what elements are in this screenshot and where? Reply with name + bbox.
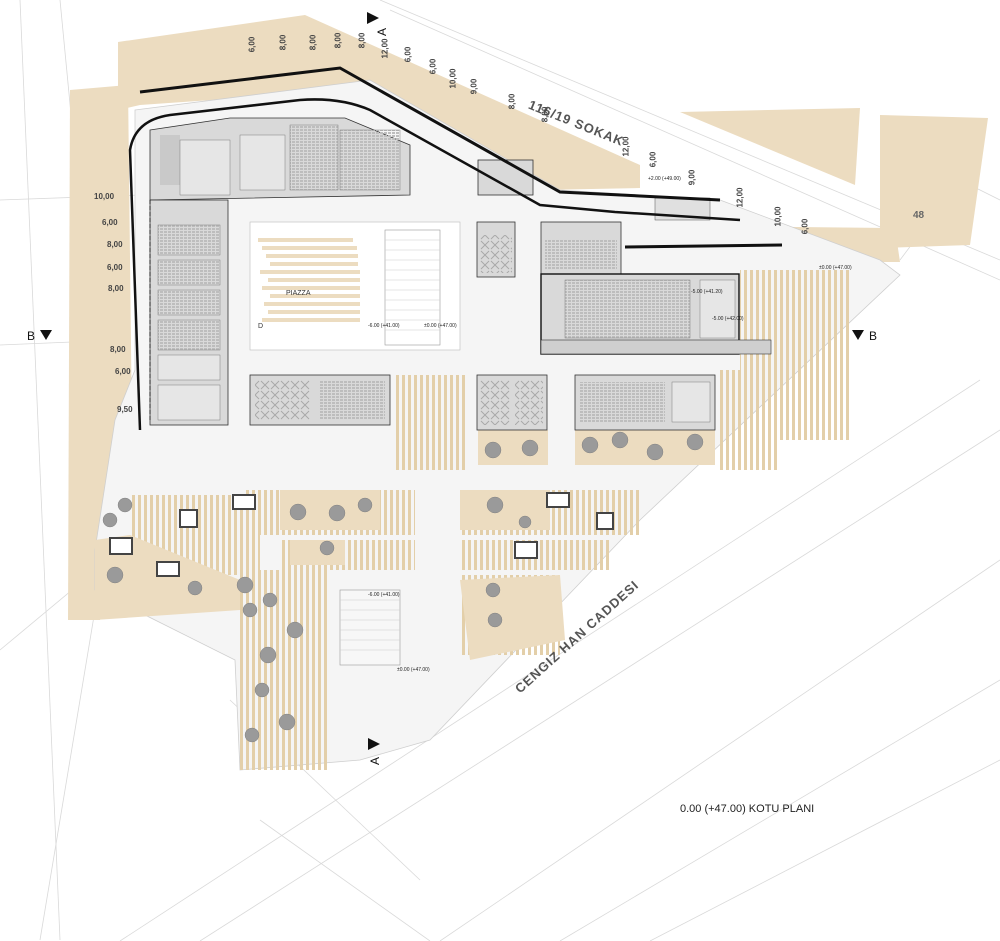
piazza-label: PIAZZA bbox=[286, 290, 311, 297]
dim-left-2: 8,00 bbox=[107, 240, 123, 249]
elevation-north-corner: +2.00 (+49.00) bbox=[648, 176, 681, 182]
buildings bbox=[109, 117, 772, 577]
dim-right-0: 12,00 bbox=[735, 187, 745, 208]
dim-top-9: 9,00 bbox=[469, 78, 479, 95]
dim-top-3: 8,00 bbox=[333, 32, 343, 49]
dim-top-13: 6,00 bbox=[648, 151, 658, 168]
section-a-bottom: A bbox=[368, 756, 383, 766]
boundary-walls bbox=[128, 66, 783, 431]
elevation-hall-top: -5.00 (+41.20) bbox=[691, 289, 723, 295]
elevation-south-stair: -6.00 (+41.00) bbox=[368, 592, 400, 598]
dim-left-0: 10,00 bbox=[94, 192, 115, 201]
elevation-piazza-low: -6.00 (+41.00) bbox=[368, 323, 400, 329]
dim-left-7: 9,50 bbox=[117, 405, 133, 414]
elevation-south-entry: ±0.00 (+47.00) bbox=[397, 667, 430, 673]
dim-top-14: 9,00 bbox=[687, 169, 697, 186]
elevation-east-entry: ±0.00 (+47.00) bbox=[819, 265, 852, 271]
dim-left-6: 6,00 bbox=[115, 367, 131, 376]
south-stair bbox=[339, 589, 401, 666]
dim-left-1: 6,00 bbox=[102, 218, 118, 227]
plot-number: 48 bbox=[913, 210, 925, 221]
dim-top-12: 12,00 bbox=[621, 136, 631, 157]
dim-top-4: 8,00 bbox=[357, 32, 367, 49]
section-a-top: A bbox=[375, 27, 390, 37]
dim-top-2: 8,00 bbox=[308, 34, 318, 51]
dim-top-7: 6,00 bbox=[428, 58, 438, 75]
dim-left-3: 6,00 bbox=[107, 263, 123, 272]
section-d-marker: D bbox=[258, 323, 264, 330]
section-b-right: B bbox=[869, 329, 878, 343]
dim-top-10: 8,00 bbox=[507, 93, 517, 110]
trees bbox=[102, 431, 704, 743]
elevation-piazza-entry: ±0.00 (+47.00) bbox=[424, 323, 457, 329]
dim-left-4: 8,00 bbox=[108, 284, 124, 293]
elevation-hall-side: -5.00 (+42.00) bbox=[712, 316, 744, 322]
section-markers bbox=[40, 12, 864, 750]
dim-top-0: 6,00 bbox=[247, 36, 257, 53]
dim-top-6: 6,00 bbox=[403, 46, 413, 63]
dim-top-8: 10,00 bbox=[448, 68, 458, 89]
dim-right-2: 6,00 bbox=[800, 218, 810, 235]
dim-top-1: 8,00 bbox=[278, 34, 288, 51]
piazza-court bbox=[249, 221, 461, 351]
dim-top-5: 12,00 bbox=[380, 38, 390, 59]
dim-top-11: 8,00 bbox=[540, 106, 550, 123]
dim-right-1: 10,00 bbox=[773, 206, 783, 227]
section-b-left: B bbox=[27, 329, 36, 343]
plan-title: 0.00 (+47.00) KOTU PLANI bbox=[680, 803, 815, 815]
dim-left-5: 8,00 bbox=[110, 345, 126, 354]
